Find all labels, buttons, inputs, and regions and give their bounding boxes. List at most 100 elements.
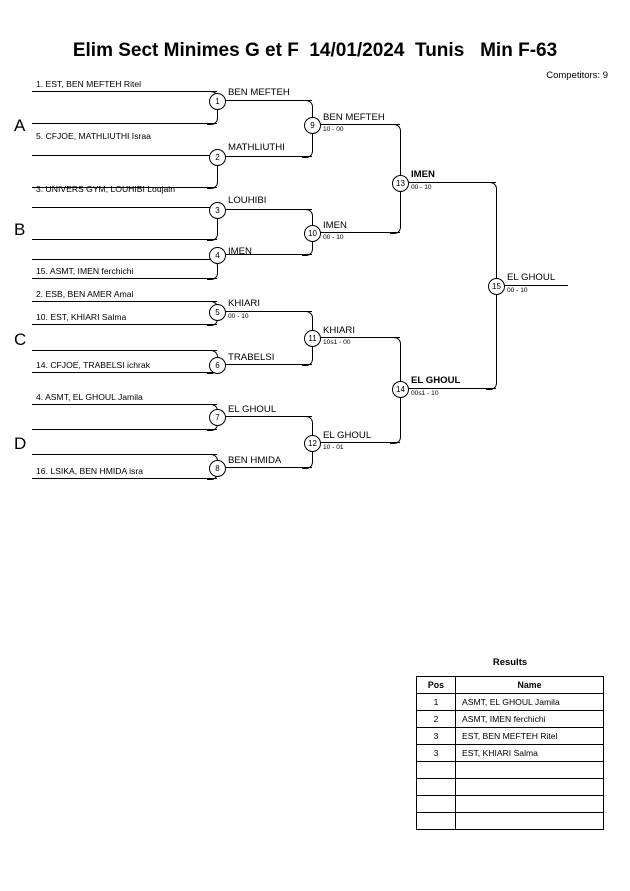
result-pos: 3 xyxy=(416,727,456,745)
result-pos xyxy=(416,795,456,813)
bout-score-10: 00 - 10 xyxy=(323,234,344,241)
feed-line-bout-7 xyxy=(224,416,312,417)
result-name: ASMT, EL GHOUL Jamila xyxy=(455,693,604,711)
feed-line-bout-15 xyxy=(503,285,568,286)
result-pos: 3 xyxy=(416,744,456,762)
bout-circle-3[interactable]: 3 xyxy=(209,202,226,219)
bout-winner-15: EL GHOUL xyxy=(507,272,556,283)
bout-winner-13: IMEN xyxy=(411,169,435,180)
entrant-13: 4. ASMT, EL GHOUL Jamila xyxy=(36,392,143,402)
feed-line-bout-2 xyxy=(224,156,312,157)
result-pos: 1 xyxy=(416,693,456,711)
bout-circle-5[interactable]: 5 xyxy=(209,304,226,321)
entry-line-2 xyxy=(32,123,217,124)
entry-line-3 xyxy=(32,155,217,156)
feed-line-bout-9 xyxy=(319,124,400,125)
bout-score-12: 10 - 01 xyxy=(323,444,344,451)
entry-line-10 xyxy=(32,324,217,325)
bout-circle-12[interactable]: 12 xyxy=(304,435,321,452)
results-table: Pos Name 1 ASMT, EL GHOUL Jamila 2 ASMT,… xyxy=(416,676,604,830)
table-row: 3 EST, BEN MEFTEH Ritel xyxy=(416,727,604,745)
bout-circle-4[interactable]: 4 xyxy=(209,247,226,264)
bout-score-15: 00 - 10 xyxy=(507,287,528,294)
bout-circle-14[interactable]: 14 xyxy=(392,381,409,398)
entrant-5: 3. UNIVERS GYM, LOUHIBI Loujain xyxy=(36,184,175,194)
result-name: EST, BEN MEFTEH Ritel xyxy=(455,727,604,745)
bout-score-5: 00 - 10 xyxy=(228,313,249,320)
bout-circle-15[interactable]: 15 xyxy=(488,278,505,295)
bout-winner-1: BEN MEFTEH xyxy=(228,87,290,98)
entry-line-5 xyxy=(32,207,217,208)
entrant-1: 1. EST, BEN MEFTEH Ritel xyxy=(36,79,142,89)
entry-line-6 xyxy=(32,239,217,240)
result-name xyxy=(455,795,604,813)
group-label-b: B xyxy=(14,220,26,239)
result-pos xyxy=(416,761,456,779)
bout-winner-4: IMEN xyxy=(228,246,252,257)
results-title: Results xyxy=(492,657,528,668)
feed-line-bout-11 xyxy=(319,337,400,338)
entry-line-16 xyxy=(32,478,217,479)
bout-circle-9[interactable]: 9 xyxy=(304,117,321,134)
bout-score-11: 10s1 - 00 xyxy=(323,339,351,346)
result-name: ASMT, IMEN ferchichi xyxy=(455,710,604,728)
entry-line-15 xyxy=(32,454,217,455)
entry-line-12 xyxy=(32,372,217,373)
bout-winner-14: EL GHOUL xyxy=(411,375,461,386)
table-row: 2 ASMT, IMEN ferchichi xyxy=(416,710,604,728)
result-pos xyxy=(416,812,456,830)
entry-line-11 xyxy=(32,350,217,351)
entrant-12: 14. CFJOE, TRABELSI ichrak xyxy=(36,360,150,370)
bout-score-13: 00 - 10 xyxy=(411,184,432,191)
bout-winner-10: IMEN xyxy=(323,220,347,231)
feed-line-bout-5 xyxy=(224,311,312,312)
results-header-row: Pos Name xyxy=(416,676,604,694)
page-title: Elim Sect Minimes G et F 14/01/2024 Tuni… xyxy=(72,40,558,61)
table-row xyxy=(416,812,604,830)
feed-line-bout-14 xyxy=(407,388,496,389)
bout-circle-6[interactable]: 6 xyxy=(209,357,226,374)
feed-line-bout-8 xyxy=(224,467,312,468)
bout-score-14: 00s1 - 10 xyxy=(411,390,439,397)
feed-line-bout-4 xyxy=(224,254,312,255)
bout-winner-11: KHIARI xyxy=(323,325,355,336)
bout-circle-2[interactable]: 2 xyxy=(209,149,226,166)
table-row xyxy=(416,795,604,813)
entry-line-8 xyxy=(32,278,217,279)
entry-line-9 xyxy=(32,301,217,302)
results-col-name: Name xyxy=(455,676,604,694)
bout-circle-8[interactable]: 8 xyxy=(209,460,226,477)
bout-winner-3: LOUHIBI xyxy=(228,195,267,206)
entrant-8: 15. ASMT, IMEN ferchichi xyxy=(36,266,134,276)
entry-line-14 xyxy=(32,429,217,430)
feed-line-bout-12 xyxy=(319,442,400,443)
entry-line-1 xyxy=(32,91,217,92)
result-pos: 2 xyxy=(416,710,456,728)
feed-line-bout-10 xyxy=(319,232,400,233)
result-name xyxy=(455,812,604,830)
table-row xyxy=(416,761,604,779)
entrant-9: 2. ESB, BEN AMER Amal xyxy=(36,289,134,299)
entry-line-7 xyxy=(32,259,217,260)
bout-circle-10[interactable]: 10 xyxy=(304,225,321,242)
result-name: EST, KHIARI Salma xyxy=(455,744,604,762)
bout-circle-1[interactable]: 1 xyxy=(209,93,226,110)
results-col-pos: Pos xyxy=(416,676,456,694)
bout-circle-7[interactable]: 7 xyxy=(209,409,226,426)
table-row xyxy=(416,778,604,796)
feed-line-bout-1 xyxy=(224,100,312,101)
bout-winner-2: MATHLIUTHI xyxy=(228,142,285,153)
bout-score-9: 10 - 00 xyxy=(323,126,344,133)
result-name xyxy=(455,761,604,779)
competitors-count: Competitors: 9 xyxy=(546,70,608,81)
bout-winner-12: EL GHOUL xyxy=(323,430,372,441)
group-label-a: A xyxy=(14,116,26,135)
table-row: 3 EST, KHIARI Salma xyxy=(416,744,604,762)
feed-line-bout-13 xyxy=(407,182,496,183)
bout-circle-13[interactable]: 13 xyxy=(392,175,409,192)
entry-line-4 xyxy=(32,187,217,188)
bout-winner-5: KHIARI xyxy=(228,298,260,309)
bout-circle-11[interactable]: 11 xyxy=(304,330,321,347)
group-label-d: D xyxy=(14,434,27,453)
